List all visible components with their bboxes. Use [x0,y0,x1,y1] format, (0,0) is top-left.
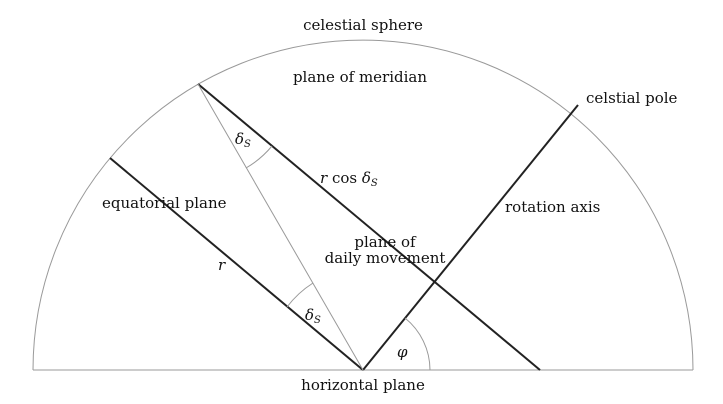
label-phi: φ [397,343,408,361]
label-plane-of-meridian: plane of meridian [293,68,427,86]
phi-angle-arc [404,317,431,371]
label-celestial-pole: celstial pole [586,89,678,107]
label-horizontal-plane: horizontal plane [301,376,425,394]
daily-movement-line [197,83,541,371]
delta-angle-arc-upper [245,145,273,169]
delta-angle-arc-lower [286,282,314,308]
label-rotation-axis: rotation axis [505,198,600,216]
label-equatorial-plane: equatorial plane [102,194,227,212]
meridian-radius-line [197,83,364,371]
celestial-sphere-arc [32,39,694,371]
rotation-axis-line [362,104,579,371]
label-plane-of-daily-2: daily movement [325,249,446,267]
label-delta-upper: δS [235,130,251,150]
equatorial-plane-line [109,157,364,371]
label-r-cos-delta: r cos δS [320,169,378,189]
label-delta-lower: δS [305,306,321,326]
label-celestial-sphere: celestial sphere [303,16,423,34]
label-plane-of-daily-1: plane of [354,233,417,251]
label-r: r [218,256,226,274]
